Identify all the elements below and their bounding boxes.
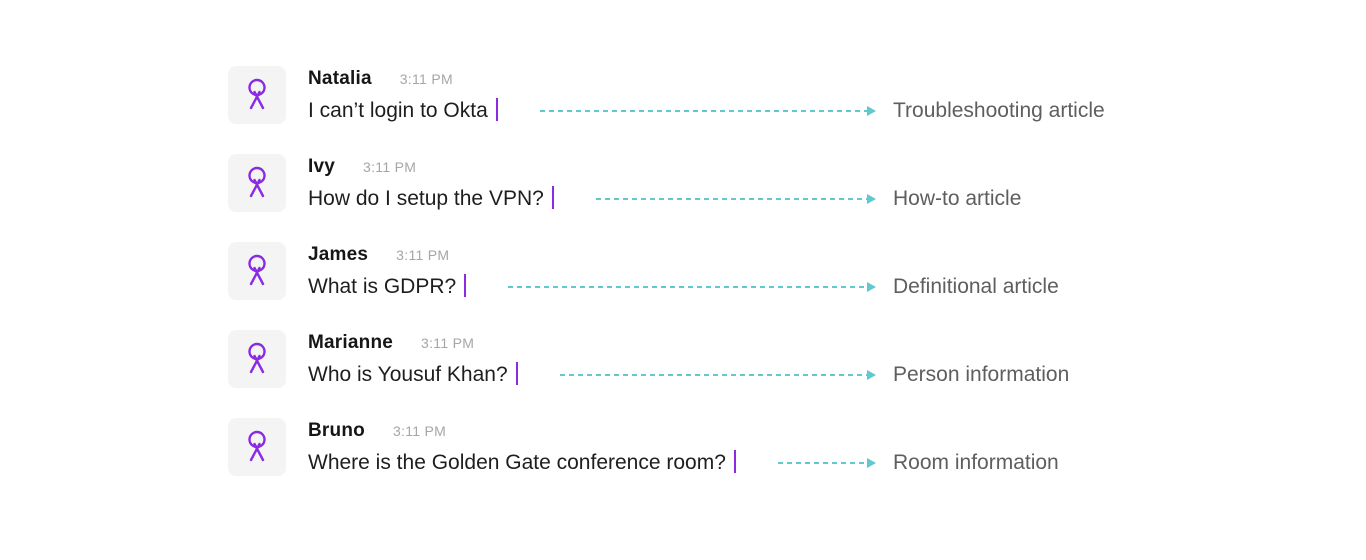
timestamp: 3:11 PM <box>399 71 453 87</box>
person-icon <box>248 166 266 198</box>
arrow-line <box>777 462 868 464</box>
message-header: Marianne 3:11 PM <box>308 331 1130 355</box>
avatar <box>228 330 286 388</box>
person-icon <box>248 342 266 374</box>
arrow-line <box>539 110 868 112</box>
text-cursor <box>551 186 554 209</box>
sender-name: Marianne <box>308 332 394 353</box>
message-content: Ivy 3:11 PM How do I setup the VPN? How-… <box>308 154 1130 212</box>
chat-message-row: Marianne 3:11 PM Who is Yousuf Khan? Per… <box>228 330 1130 388</box>
message-content: Bruno 3:11 PM Where is the Golden Gate c… <box>308 418 1130 476</box>
answer-type-label: Definitional article <box>893 275 1059 298</box>
message-text: Where is the Golden Gate conference room… <box>308 449 736 477</box>
sender-name: Natalia <box>308 68 372 89</box>
message-text-value: Where is the Golden Gate conference room… <box>308 451 726 474</box>
dashed-arrow-right-icon <box>595 194 876 204</box>
avatar <box>228 154 286 212</box>
message-header: Natalia 3:11 PM <box>308 67 1130 91</box>
avatar <box>228 66 286 124</box>
sender-name: Bruno <box>308 420 365 441</box>
message-text-value: I can’t login to Okta <box>308 99 488 122</box>
message-list: Natalia 3:11 PM I can’t login to Okta Tr… <box>228 66 1130 506</box>
message-content: James 3:11 PM What is GDPR? Definitional… <box>308 242 1130 300</box>
arrow-line <box>508 286 868 288</box>
message-text-value: What is GDPR? <box>308 275 457 298</box>
arrow-line <box>595 198 868 200</box>
chat-message-row: Ivy 3:11 PM How do I setup the VPN? How-… <box>228 154 1130 212</box>
timestamp: 3:11 PM <box>392 423 447 439</box>
answer-type-label: How-to article <box>893 187 1022 210</box>
message-line: Who is Yousuf Khan? Person information <box>308 361 1130 389</box>
sender-name: Ivy <box>308 156 336 177</box>
dashed-arrow-right-icon <box>777 458 876 468</box>
message-header: Bruno 3:11 PM <box>308 419 1130 443</box>
arrow-head <box>867 370 876 380</box>
message-line: Where is the Golden Gate conference room… <box>308 449 1130 477</box>
avatar <box>228 418 286 476</box>
person-icon <box>248 78 266 110</box>
timestamp: 3:11 PM <box>396 247 450 263</box>
answer-type-label: Person information <box>893 363 1070 386</box>
answer-type-label: Room information <box>893 451 1059 474</box>
sender-name: James <box>308 244 369 265</box>
chat-message-row: Bruno 3:11 PM Where is the Golden Gate c… <box>228 418 1130 476</box>
text-cursor <box>733 450 736 473</box>
text-cursor <box>464 274 467 297</box>
arrow-head <box>867 282 876 292</box>
message-content: Natalia 3:11 PM I can’t login to Okta Tr… <box>308 66 1130 124</box>
message-text: I can’t login to Okta <box>308 97 498 125</box>
timestamp: 3:11 PM <box>421 335 475 351</box>
dashed-arrow-right-icon <box>559 370 876 380</box>
message-content: Marianne 3:11 PM Who is Yousuf Khan? Per… <box>308 330 1130 388</box>
person-icon <box>248 254 266 286</box>
text-cursor <box>495 98 498 121</box>
message-text: Who is Yousuf Khan? <box>308 361 518 389</box>
arrow-line <box>559 374 868 376</box>
person-icon <box>248 430 266 462</box>
text-cursor <box>515 362 518 385</box>
message-line: I can’t login to Okta Troubleshooting ar… <box>308 97 1130 125</box>
message-text-value: Who is Yousuf Khan? <box>308 363 508 386</box>
arrow-head <box>867 106 876 116</box>
message-header: James 3:11 PM <box>308 243 1130 267</box>
message-text-value: How do I setup the VPN? <box>308 187 544 210</box>
message-line: How do I setup the VPN? How-to article <box>308 185 1130 213</box>
timestamp: 3:11 PM <box>363 159 417 175</box>
arrow-head <box>867 194 876 204</box>
arrow-head <box>867 458 876 468</box>
answer-type-label: Troubleshooting article <box>893 99 1105 122</box>
chat-message-row: James 3:11 PM What is GDPR? Definitional… <box>228 242 1130 300</box>
message-text: What is GDPR? <box>308 273 467 301</box>
message-header: Ivy 3:11 PM <box>308 155 1130 179</box>
message-text: How do I setup the VPN? <box>308 185 554 213</box>
dashed-arrow-right-icon <box>508 282 876 292</box>
chat-message-row: Natalia 3:11 PM I can’t login to Okta Tr… <box>228 66 1130 124</box>
avatar <box>228 242 286 300</box>
message-line: What is GDPR? Definitional article <box>308 273 1130 301</box>
dashed-arrow-right-icon <box>539 106 876 116</box>
